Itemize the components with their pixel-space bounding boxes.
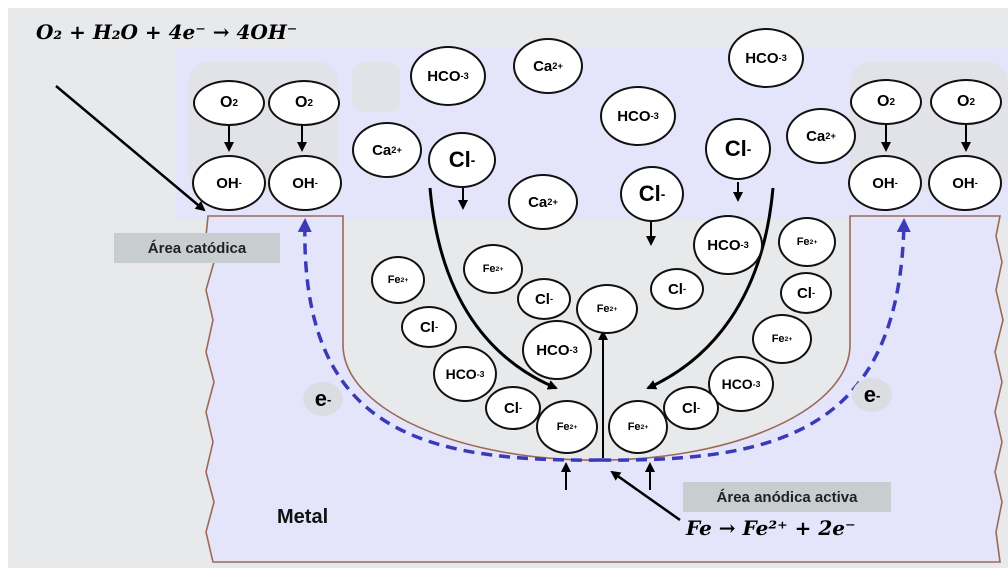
chloride-ion: Cl- [663,386,719,430]
hydroxide-ion: OH- [268,155,342,211]
electron-flow-left [297,218,601,462]
chloride-migration-arrow-left [428,187,558,390]
bicarbonate-ion: HCO-3 [522,320,592,380]
electron-flow-right [599,218,911,462]
chloride-ion: Cl- [780,272,832,314]
bicarbonate-ion: HCO-3 [433,346,497,402]
chloride-ion: Cl- [485,386,541,430]
shade-blob [352,62,400,112]
bicarbonate-ion: HCO-3 [728,28,804,88]
hydroxide-ion: OH- [192,155,266,211]
chloride-ion: Cl- [401,306,457,348]
anode-area-label: Área anódica activa [683,482,891,512]
hydroxide-ion: OH- [848,155,922,211]
anode-pointer [610,470,681,522]
metal-label: Metal [277,506,329,528]
chloride-ion: Cl- [650,268,704,310]
cathode-pointer [55,85,206,212]
chloride-ion: Cl- [517,278,571,320]
electron-symbol: e- [303,382,343,416]
chloride-ion: Cl- [705,118,771,180]
metal-body [205,215,1004,563]
chloride-ion: Cl- [620,166,684,222]
bicarbonate-ion: HCO-3 [410,46,486,106]
cathodic-reaction-equation: O₂ + H₂O + 4e⁻ → 4OH⁻ [36,20,298,44]
hydroxide-ion: OH- [928,155,1002,211]
bicarbonate-ion: HCO-3 [708,356,774,412]
electron-symbol: e- [852,378,892,412]
bicarbonate-ion: HCO-3 [693,215,763,275]
chloride-ion: Cl- [428,132,496,188]
cathode-area-label: Área catódica [114,233,280,263]
anodic-reaction-equation: Fe → Fe²⁺ + 2e⁻ [686,516,856,540]
bicarbonate-ion: HCO-3 [600,86,676,146]
chloride-migration-arrow-right [646,187,775,390]
